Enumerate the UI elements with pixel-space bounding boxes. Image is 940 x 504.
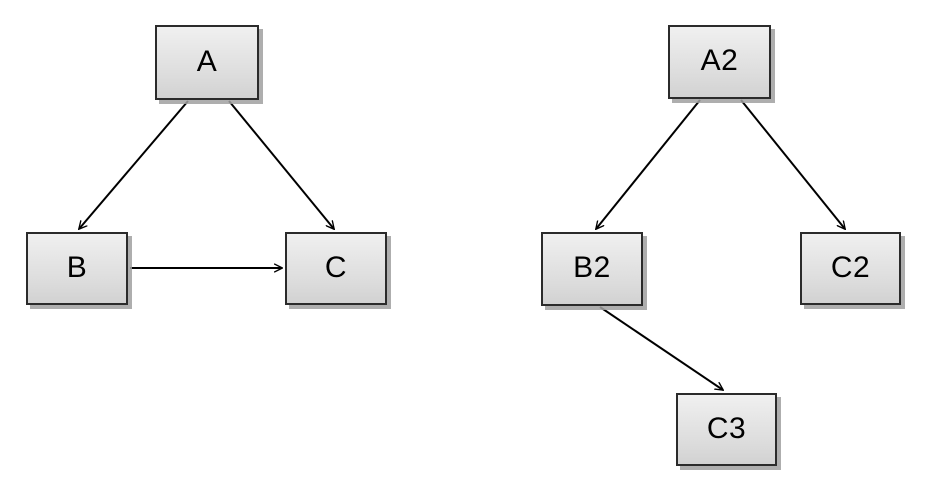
node-a[interactable]: A: [155, 25, 259, 100]
node-label-a: A: [196, 44, 218, 78]
edge-a-b: [79, 100, 189, 229]
node-label-a2: A2: [700, 44, 739, 77]
node-a2[interactable]: A2: [668, 25, 771, 99]
edge-a2-b2: [596, 99, 701, 229]
edge-b2-c3: [599, 306, 723, 390]
node-label-b2: B2: [573, 251, 611, 284]
node-label-c3: C3: [706, 411, 747, 445]
node-b2[interactable]: B2: [541, 232, 643, 306]
edges-group: [79, 99, 845, 390]
node-label-b: B: [66, 250, 88, 284]
node-b[interactable]: B: [26, 232, 128, 305]
edge-a2-c2: [740, 99, 845, 229]
node-c3[interactable]: C3: [676, 393, 777, 466]
edge-a-c: [228, 100, 334, 229]
node-c[interactable]: C: [285, 232, 387, 305]
node-label-c: C: [324, 250, 348, 284]
node-c2[interactable]: C2: [800, 232, 901, 305]
node-label-c2: C2: [830, 250, 871, 284]
